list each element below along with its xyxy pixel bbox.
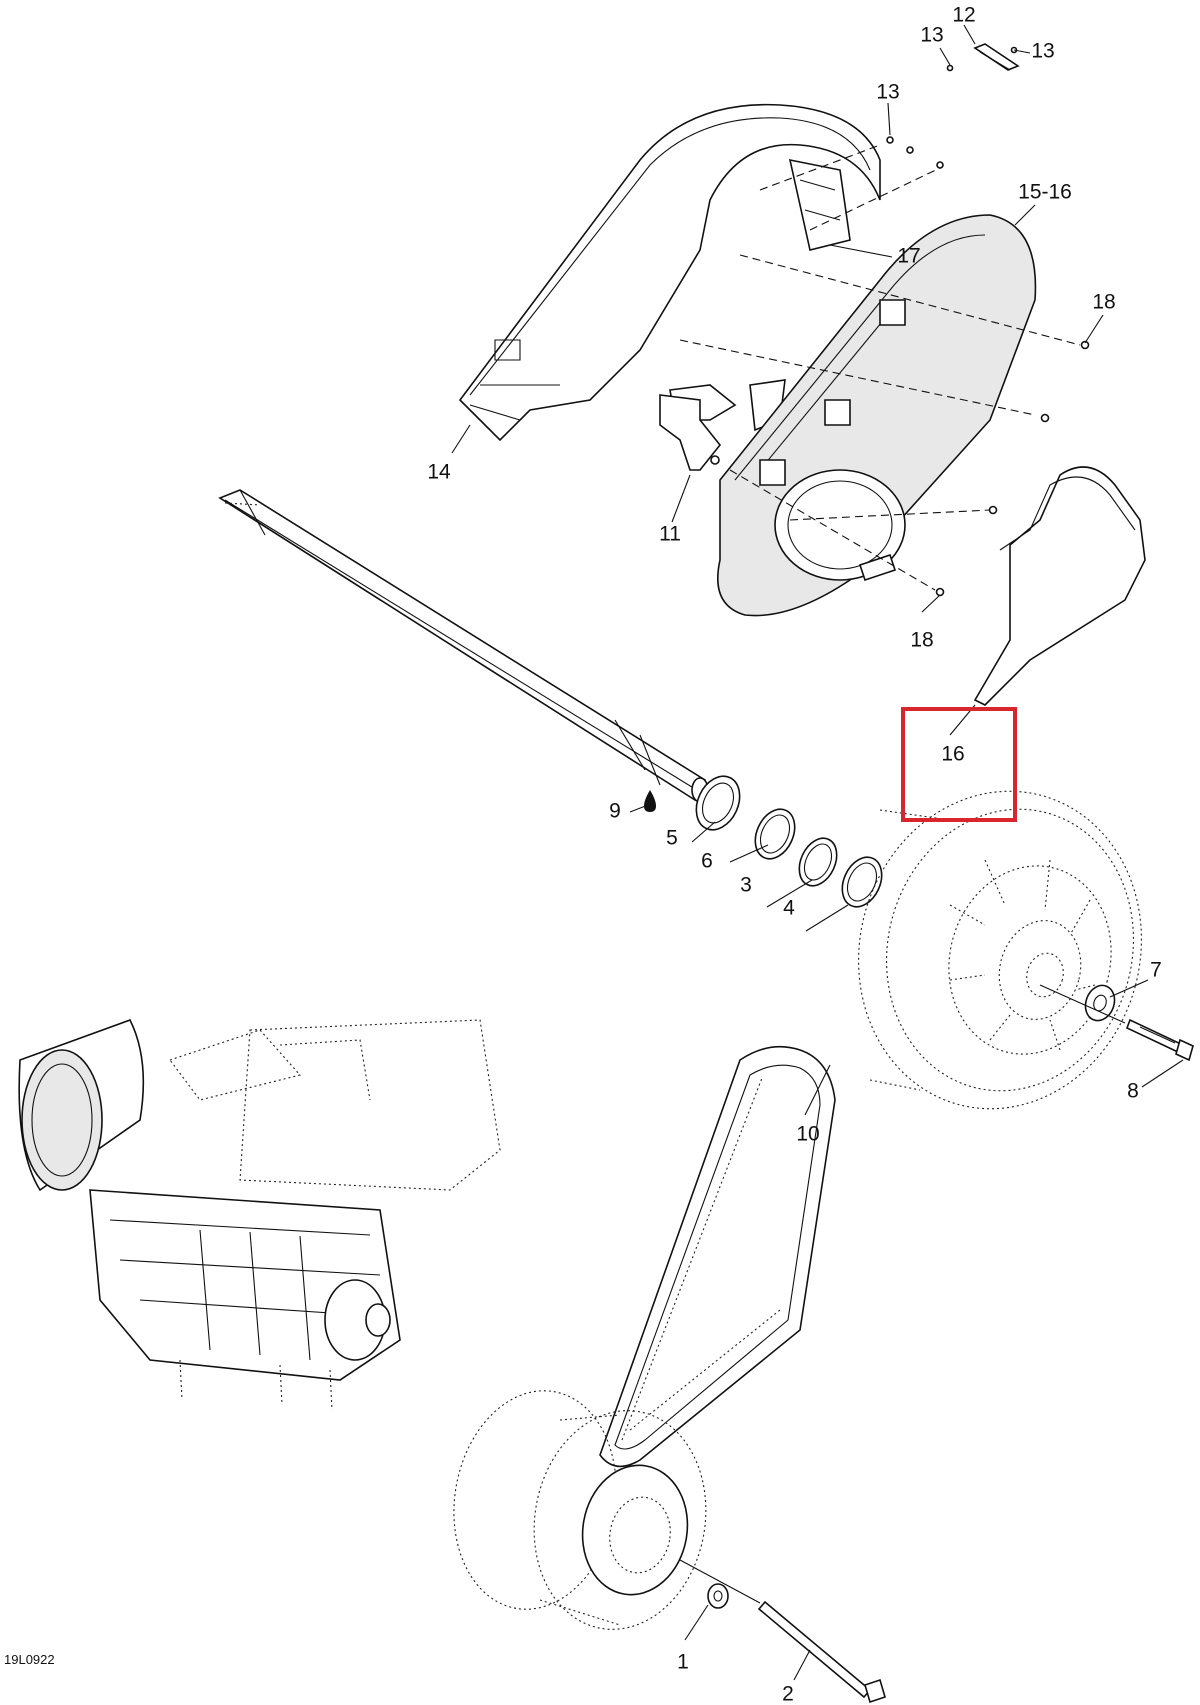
callout-3: 3: [740, 874, 752, 897]
callout-7: 7: [1150, 959, 1162, 982]
oil-drop-icon: [644, 790, 656, 812]
drive-shaft: [218, 489, 709, 803]
callout-10: 10: [796, 1123, 819, 1146]
callout-1: 1: [677, 1651, 689, 1674]
callout-12: 12: [952, 4, 975, 27]
callout-15-16: 15-16: [1018, 181, 1072, 204]
bolt-part-2: [679, 1559, 886, 1704]
callout-18: 18: [910, 629, 933, 652]
document-id: 19L0922: [4, 1652, 55, 1667]
callout-2: 2: [782, 1683, 794, 1705]
bracket-part-11: [659, 394, 722, 471]
callout-18: 18: [1092, 291, 1115, 314]
drive-pulley: [453, 1390, 707, 1630]
washer-part-5: [695, 775, 741, 831]
callout-11: 11: [659, 523, 681, 546]
engine-assembly: [18, 1019, 501, 1411]
callout-6: 6: [701, 850, 713, 873]
cover-outline-part-16: [973, 466, 1146, 706]
callout-13: 13: [920, 24, 943, 47]
driven-pulley: [858, 790, 1142, 1110]
bolt-part-8: [1039, 984, 1194, 1062]
highlight-box-part-16: [901, 707, 1017, 822]
callout-14: 14: [427, 461, 451, 484]
callout-17: 17: [897, 245, 920, 268]
callout-8: 8: [1127, 1080, 1139, 1103]
drive-belt-part-10: [599, 1045, 836, 1468]
callout-16: 16: [941, 743, 964, 766]
callout-4: 4: [783, 897, 795, 920]
callout-13: 13: [1031, 40, 1054, 63]
callout-13: 13: [876, 81, 899, 104]
main-belt-cover-part-15-16: [679, 214, 1090, 617]
callout-9: 9: [609, 800, 621, 823]
callout-labels: 12 13 13 13 15-16 17 18 14 11 18 16 9 5 …: [427, 4, 1162, 1705]
leader-lines: [451, 24, 1184, 1681]
washer-part-6: [754, 808, 796, 860]
washer-part-4: [841, 856, 883, 908]
washer-part-7: [1084, 984, 1116, 1022]
washer-part-1: [707, 1583, 729, 1609]
washer-part-3: [798, 837, 838, 887]
callout-5: 5: [666, 827, 678, 850]
bracket-part-12: [946, 43, 1020, 72]
